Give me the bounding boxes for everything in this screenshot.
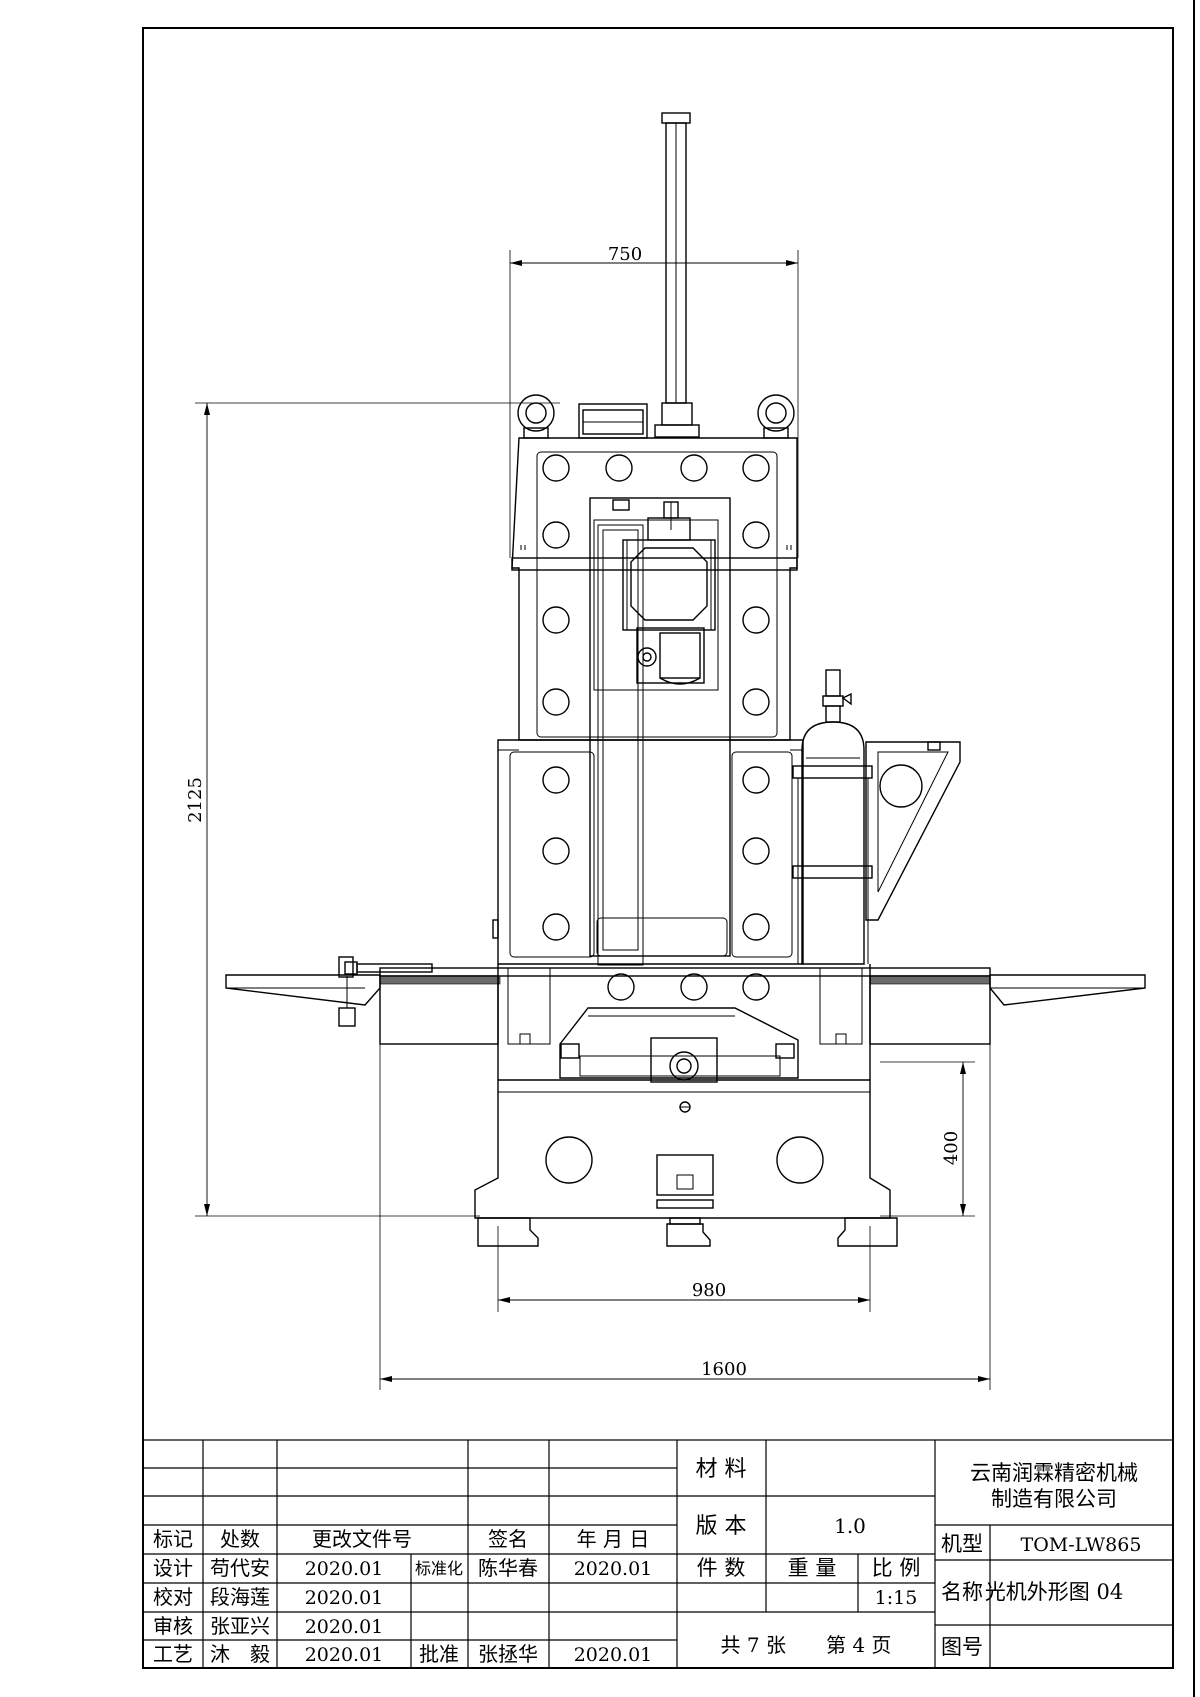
dimension-750: 750 <box>608 244 642 265</box>
person-review: 张亚兴 <box>210 1614 270 1638</box>
dimension-1600: 1600 <box>701 1359 747 1380</box>
company-name-line1: 云南润霖精密机械 <box>970 1461 1138 1485</box>
machine-outline-drawing <box>225 112 1146 1247</box>
name-label: 名称 <box>941 1580 983 1604</box>
header-date: 年 月 日 <box>577 1527 650 1551</box>
person-design: 苟代安 <box>210 1556 270 1580</box>
model-label: 机型 <box>941 1532 983 1556</box>
date-process: 2020.01 <box>305 1644 384 1666</box>
name-value: 光机外形图 04 <box>985 1580 1123 1604</box>
quantity-label: 件 数 <box>697 1556 746 1580</box>
person-approve: 张拯华 <box>478 1642 538 1666</box>
date-review: 2020.01 <box>305 1616 384 1638</box>
person-process: 沐 毅 <box>210 1642 270 1666</box>
header-change-doc: 更改文件号 <box>312 1527 412 1551</box>
role-design: 设计 <box>153 1556 193 1580</box>
ratio-label: 比 例 <box>872 1556 921 1580</box>
role-standardize: 标准化 <box>415 1559 463 1578</box>
role-review: 审核 <box>153 1614 193 1638</box>
role-process: 工艺 <box>153 1642 193 1666</box>
person-standardize: 陈华春 <box>478 1556 538 1580</box>
person-check: 段海莲 <box>210 1585 270 1609</box>
drawing-number-label: 图号 <box>941 1635 983 1659</box>
date-approve: 2020.01 <box>574 1644 653 1666</box>
weight-label: 重 量 <box>788 1556 837 1580</box>
role-check: 校对 <box>153 1585 193 1609</box>
version-label: 版 本 <box>696 1514 747 1539</box>
model-value: TOM-LW865 <box>1021 1534 1142 1556</box>
dimension-980: 980 <box>692 1280 726 1301</box>
page-frame <box>142 27 1174 1669</box>
material-label: 材 料 <box>696 1457 747 1482</box>
date-design: 2020.01 <box>305 1558 384 1580</box>
company-name-line2: 制造有限公司 <box>991 1487 1117 1511</box>
dimension-lines <box>195 250 991 1390</box>
date-check: 2020.01 <box>305 1587 384 1609</box>
dimension-400: 400 <box>941 1131 962 1165</box>
ratio-value: 1:15 <box>875 1587 918 1609</box>
header-signature: 签名 <box>488 1527 528 1551</box>
sheet-count: 共 7 张 第 4 页 <box>721 1633 892 1657</box>
header-count: 处数 <box>220 1527 260 1551</box>
role-approve: 批准 <box>419 1642 459 1666</box>
dimension-2125: 2125 <box>185 777 206 823</box>
title-block <box>142 1439 1174 1669</box>
version-value: 1.0 <box>834 1514 866 1538</box>
date-standardize: 2020.01 <box>574 1558 653 1580</box>
header-mark: 标记 <box>153 1527 193 1551</box>
